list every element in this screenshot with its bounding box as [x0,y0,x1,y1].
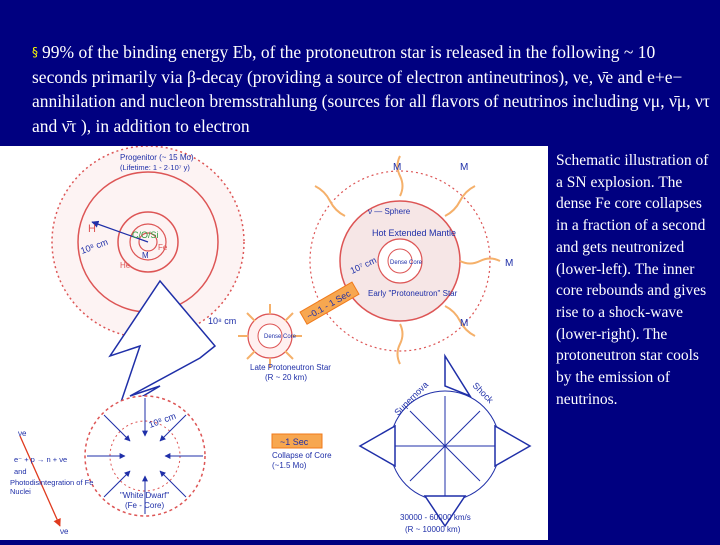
collapse-tag: ~1 Sec [271,433,323,449]
radius-neutron-label: 10⁸ cm [208,316,236,326]
shock-wave [358,353,532,528]
body-text: 99% of the binding energy Eb, of the pro… [32,42,710,136]
late-pns-radius: (R ~ 20 km) [265,373,307,382]
h-label: H [88,223,96,235]
nu-e-top: νe [18,429,27,438]
late-protoneutron-star [238,304,302,368]
m-right-label: M [505,258,513,269]
photodis-wrapper: Photodisintegration of Fe Nuclei [10,478,94,496]
lifetime-label: (Lifetime: 1 - 2·10⁷ y) [120,163,190,172]
nu-arrow [19,435,61,527]
he-label: He [120,261,131,270]
and-label: and [14,467,27,476]
white-dwarf-label: "White Dwarf" [120,491,169,500]
collapse-time-label: ~1 Sec [280,437,309,447]
body-paragraph: §99% of the binding energy Eb, of the pr… [32,40,712,138]
fe-label: Fe [158,243,168,252]
m-top-right-label: M [460,162,468,173]
cosi-label: C/O/Si [132,230,159,240]
figure-caption: Schematic illustration of a SN explosion… [556,152,709,408]
collapse-label-wrapper: Collapse of Core (~1.5 Mo) [272,451,332,470]
collapsing-core [84,395,206,517]
shock-radius-label: (R ~ 10000 km) [405,525,461,534]
supernova-figure: Progenitor (~ 15 Mo) (Lifetime: 1 - 2·10… [0,145,548,540]
m-label: M [142,251,149,260]
neutrino-arrows-top [314,155,501,365]
dense-core-label: Dense Core [390,260,423,266]
figure-svg: Progenitor (~ 15 Mo) (Lifetime: 1 - 2·10… [10,145,532,536]
nu-sphere-label: ν — Sphere [368,207,411,216]
progenitor-star [51,145,245,339]
fe-core-label: (Fe - Core) [125,501,164,510]
m-top-label: M [393,162,401,173]
evolution-arrow [108,279,217,413]
early-protoneutron-star [309,170,491,352]
early-pns-label: Early "Protoneutron" Star [368,289,458,298]
dense-core-small-label: Dense Core [264,334,297,340]
nu-e-bottom: νe [60,527,69,536]
bullet-icon: § [32,45,38,59]
m-bottom-right-label: M [460,318,468,329]
hot-mantle-label: Hot Extended Mantle [372,228,456,238]
late-pns-label: Late Protoneutron Star [250,363,331,372]
reaction-label: e⁻ + p → n + νe [14,455,67,464]
photodis-label: Photodisintegration of Fe Nuclei [10,478,94,496]
collapse-label: Collapse of Core (~1.5 Mo) [272,451,332,470]
shock-speed-label: 30000 - 60000 km/s [400,513,471,522]
progenitor-label: Progenitor (~ 15 Mo) [120,153,194,162]
